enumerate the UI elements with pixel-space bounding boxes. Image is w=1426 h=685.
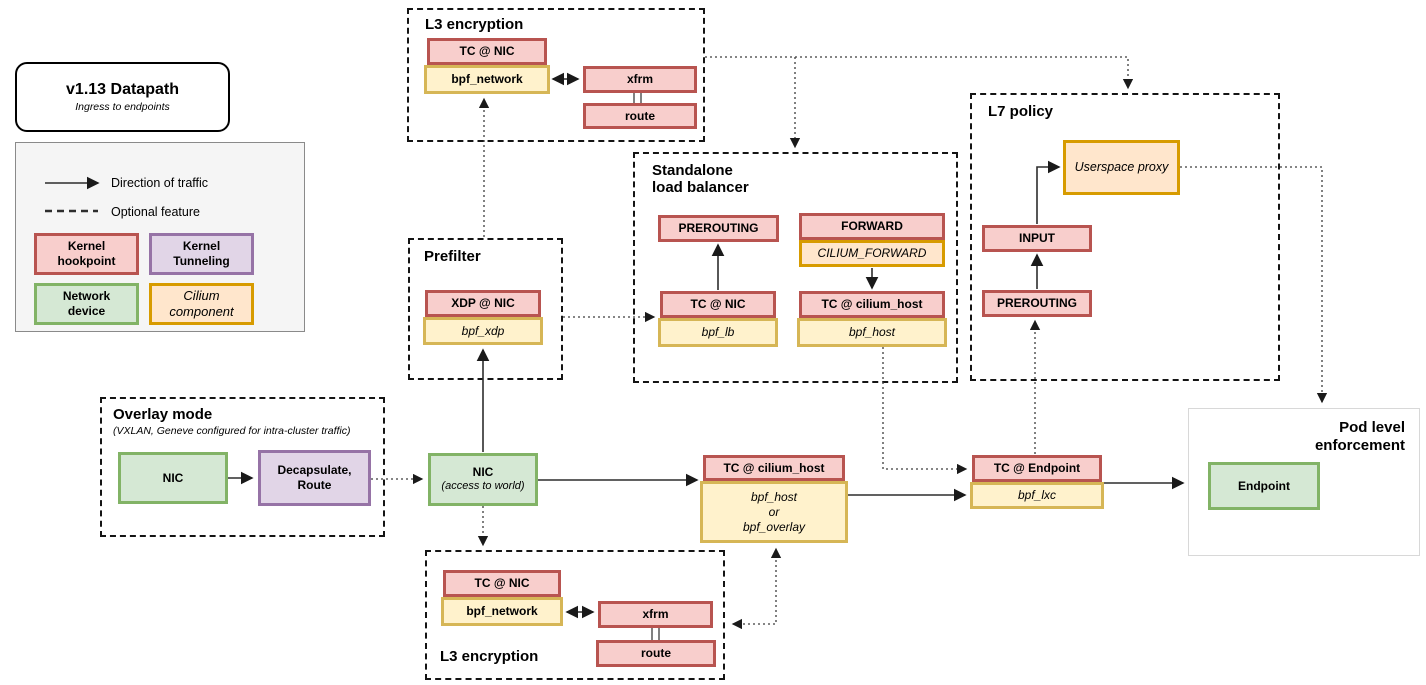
overlay-decapsulate-route: Decapsulate, Route bbox=[258, 450, 371, 506]
nic-label: NIC bbox=[472, 465, 494, 480]
l7-prerouting: PREROUTING bbox=[982, 290, 1092, 317]
l3-encryption-bottom-group bbox=[425, 550, 725, 680]
l3-bottom-bpf-network: bpf_network bbox=[441, 597, 563, 626]
l3-encryption-top-group bbox=[407, 8, 705, 142]
l3-encryption-bottom-title: L3 encryption bbox=[440, 648, 539, 665]
l3-top-route: route bbox=[583, 103, 697, 129]
standalone-lb-group bbox=[633, 152, 958, 383]
legend-kernel-tunneling: Kernel Tunneling bbox=[149, 233, 254, 275]
slb-cilium-forward: CILIUM_FORWARD bbox=[799, 240, 945, 267]
l7-policy-title: L7 policy bbox=[988, 103, 1054, 120]
l3-top-bpf-network: bpf_network bbox=[424, 65, 550, 94]
tc-endpoint-bpf-lxc: bpf_lxc bbox=[970, 482, 1104, 509]
dotted-l3bottom-bpfoverlay-bidir bbox=[731, 547, 782, 630]
nic-note: (access to world) bbox=[441, 480, 525, 493]
l3-bottom-tc-nic: TC @ NIC bbox=[443, 570, 561, 597]
legend-cilium-component: Cilium component bbox=[149, 283, 254, 325]
diagram-title: v1.13 Datapath bbox=[66, 81, 179, 98]
tc-cilium-host-header: TC @ cilium_host bbox=[703, 455, 845, 481]
legend: Direction of traffic Optional feature Ke… bbox=[15, 142, 305, 332]
pod-endpoint: Endpoint bbox=[1208, 462, 1320, 510]
overlay-mode-group bbox=[100, 397, 385, 537]
slb-bpf-host: bpf_host bbox=[797, 318, 947, 347]
l3-top-tc-nic: TC @ NIC bbox=[427, 38, 547, 65]
slb-prerouting: PREROUTING bbox=[658, 215, 779, 242]
l3-top-xfrm: xfrm bbox=[583, 66, 697, 93]
legend-kernel-hookpoint: Kernel hookpoint bbox=[34, 233, 139, 275]
slb-tc-nic: TC @ NIC bbox=[660, 291, 776, 318]
slb-tc-cilium-host: TC @ cilium_host bbox=[799, 291, 945, 318]
l7-input: INPUT bbox=[982, 225, 1092, 252]
dotted-l3top-to-l7 bbox=[705, 56, 1134, 90]
tc-endpoint-header: TC @ Endpoint bbox=[972, 455, 1102, 482]
overlay-nic: NIC bbox=[118, 452, 228, 504]
l3-bottom-route: route bbox=[596, 640, 716, 667]
prefilter-title: Prefilter bbox=[424, 248, 481, 265]
standalone-lb-title: Standalone load balancer bbox=[652, 162, 749, 197]
l3-encryption-top-title: L3 encryption bbox=[425, 16, 524, 33]
prefilter-group bbox=[408, 238, 563, 380]
prefilter-xdp-nic: XDP @ NIC bbox=[425, 290, 541, 317]
tc-cilium-host-body: bpf_host or bpf_overlay bbox=[700, 481, 848, 543]
pod-level-title: Pod level enforcement bbox=[1314, 419, 1405, 454]
overlay-mode-title: Overlay mode bbox=[113, 406, 213, 423]
legend-direction-label: Direction of traffic bbox=[111, 176, 209, 190]
slb-bpf-lb: bpf_lb bbox=[658, 318, 778, 347]
legend-network-device: Network device bbox=[34, 283, 139, 325]
diagram-title-card: v1.13 Datapath Ingress to endpoints bbox=[15, 62, 230, 132]
pod-level-enforcement-box: Pod level enforcement bbox=[1188, 408, 1420, 556]
nic-access-to-world: NIC (access to world) bbox=[428, 453, 538, 506]
diagram-subtitle: Ingress to endpoints bbox=[75, 101, 170, 113]
legend-optional-label: Optional feature bbox=[111, 205, 200, 219]
prefilter-bpf-xdp: bpf_xdp bbox=[423, 317, 543, 345]
slb-forward: FORWARD bbox=[799, 213, 945, 240]
overlay-mode-subtitle: (VXLAN, Geneve configured for intra-clus… bbox=[113, 425, 351, 437]
l7-userspace-proxy: Userspace proxy bbox=[1063, 140, 1180, 195]
l3-bottom-xfrm: xfrm bbox=[598, 601, 713, 628]
